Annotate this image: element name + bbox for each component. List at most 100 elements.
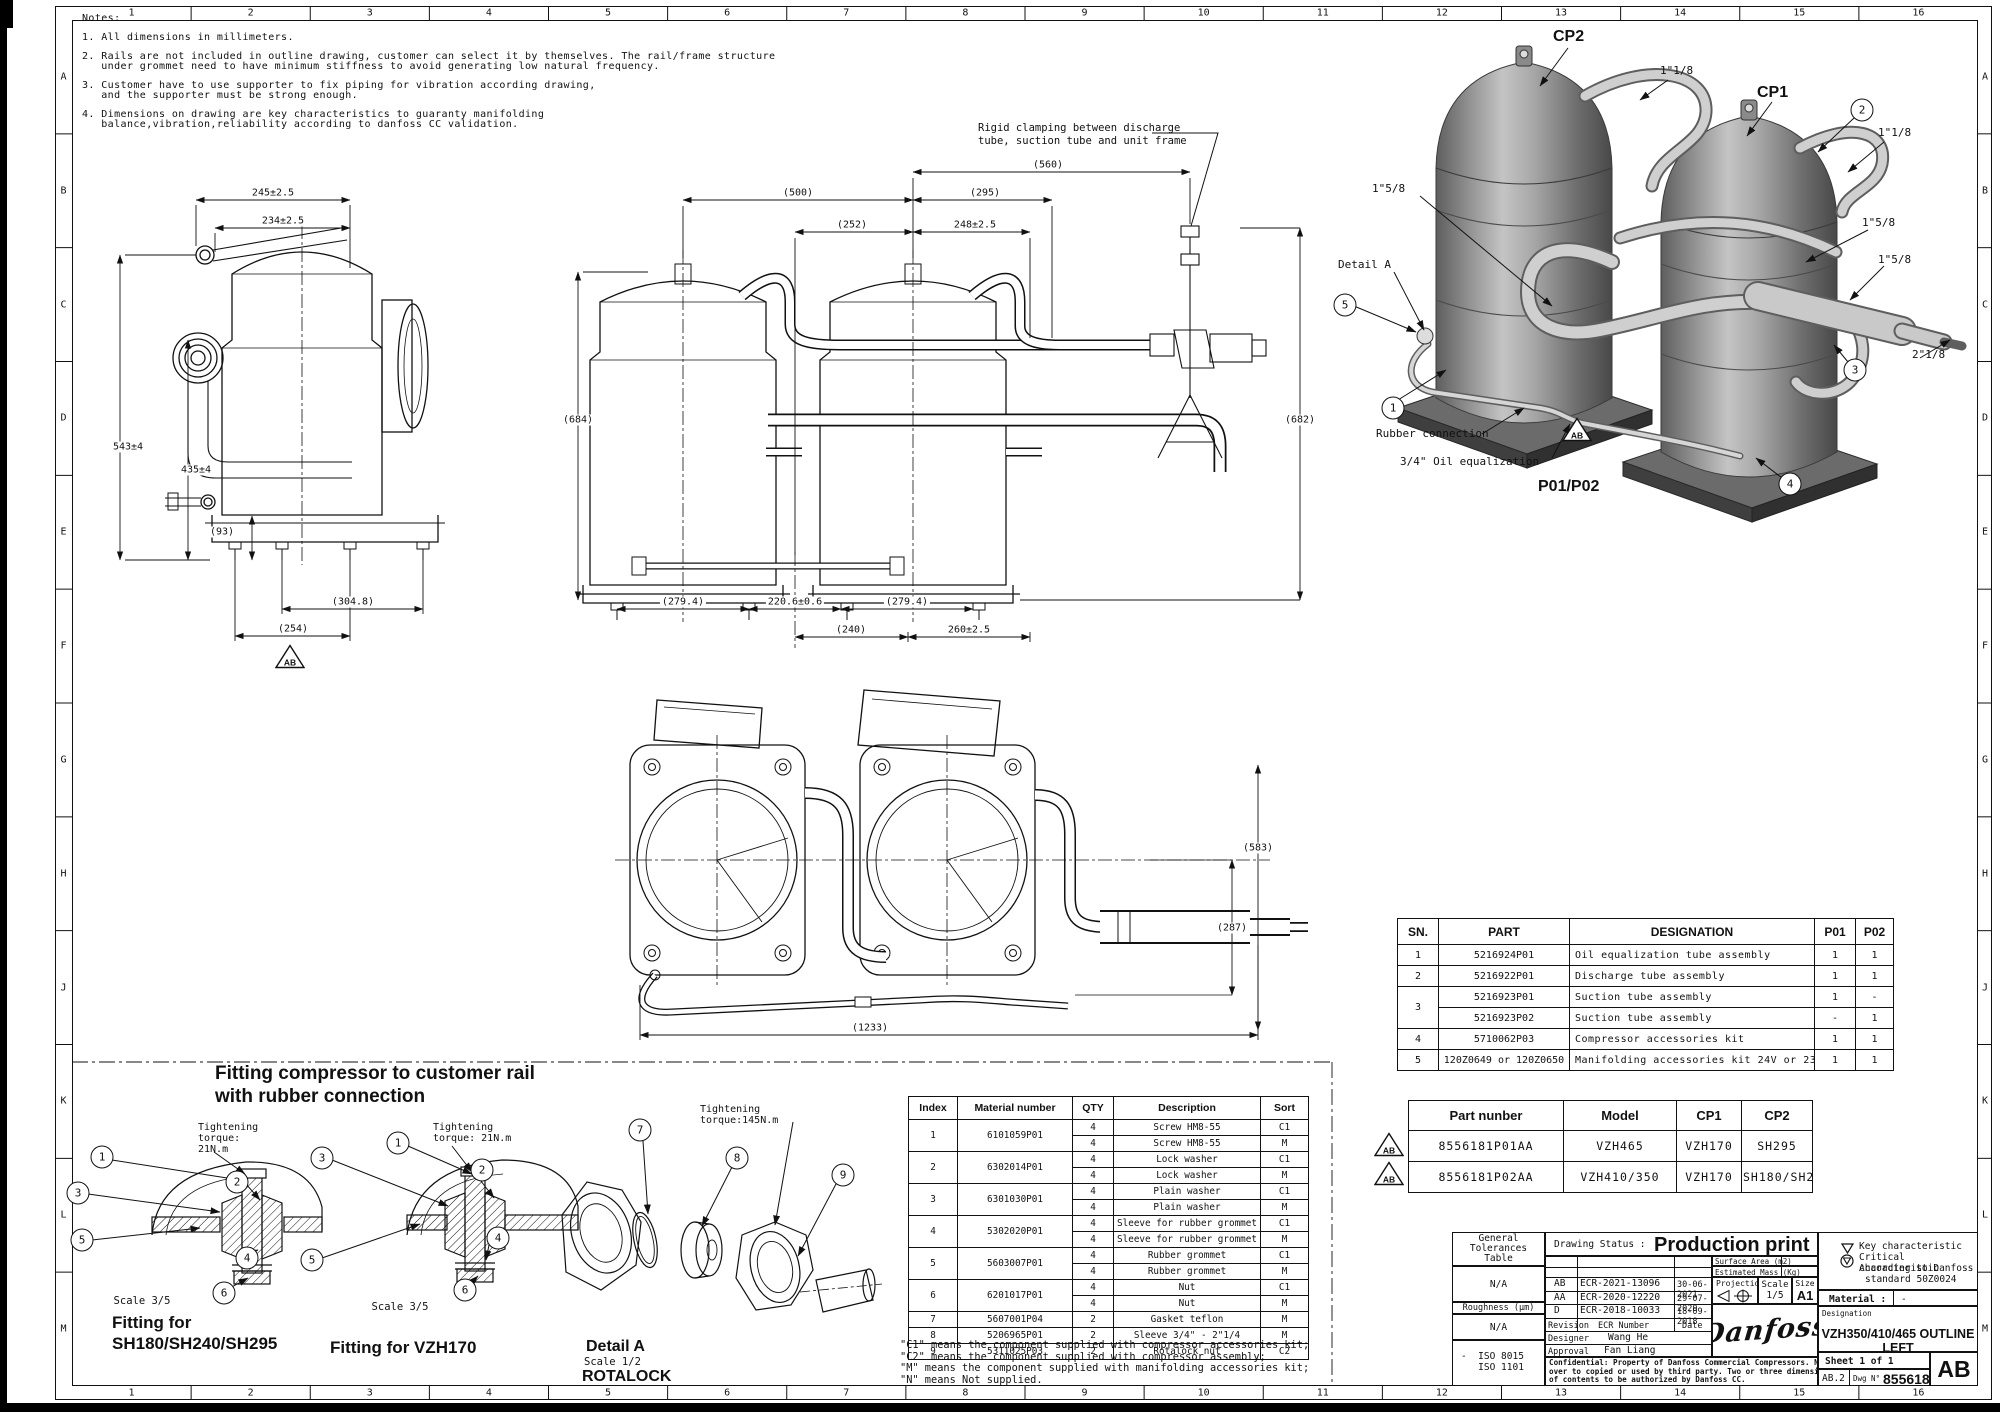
revision-big: AB <box>1930 1352 1978 1386</box>
zone-row-K: K <box>60 1095 67 1107</box>
revision-flag-text: AB <box>1382 1145 1396 1156</box>
pn-cell: 8556181P01AA <box>1408 1130 1564 1162</box>
top-view-dims <box>639 764 1262 1040</box>
drawing-status-label: Drawing Status : <box>1554 1239 1646 1250</box>
zone-row-E: E <box>60 526 67 538</box>
parts-cell-part: 5216923P02 <box>1438 1007 1570 1029</box>
zone-col-8: 8 <box>962 1387 969 1399</box>
zone-col-3: 3 <box>366 7 373 19</box>
dim-234: 234±2.5 <box>259 215 307 227</box>
label-cp2: CP2 <box>1553 28 1585 45</box>
parts-cell-p01: 1 <box>1814 1028 1856 1050</box>
pn-cell: SH295 <box>1741 1130 1813 1162</box>
zone-col-13: 13 <box>1555 1387 1568 1399</box>
rev-date: 18-09-2018 <box>1677 1307 1708 1327</box>
callout-7: 7 <box>628 1118 652 1142</box>
key-characteristic-box: Key characteristic Critical characterist… <box>1818 1232 1978 1290</box>
zone-row-G: G <box>60 754 67 766</box>
danfoss-logo: Danfoss <box>1712 1304 1818 1357</box>
size-value: A1 <box>1796 1287 1814 1303</box>
pn-header: Model <box>1563 1100 1677 1131</box>
callout-9: 9 <box>831 1163 855 1187</box>
zone-col-1: 1 <box>128 7 135 19</box>
scale-note-left: Scale 3/5 <box>113 1295 171 1307</box>
zone-row-F: F <box>60 640 67 652</box>
zone-col-14: 14 <box>1674 7 1687 19</box>
pipe-size-218: 2"1/8 <box>1912 348 1946 361</box>
parts-cell-p02: 1 <box>1855 1028 1894 1050</box>
zone-col-9: 9 <box>1081 1387 1088 1399</box>
callout-5: 5 <box>70 1228 94 1252</box>
mat-cell-description: Sleeve for rubber grommet <box>1113 1215 1261 1232</box>
dwg-number-value: 8556181 <box>1883 1371 1930 1386</box>
surface-area-row: Surface Area (m2) <box>1712 1256 1818 1266</box>
drawing-status-value: Production print <box>1654 1234 1810 1256</box>
parts-cell-sn: 3 <box>1397 986 1439 1029</box>
mat-cell-material: 6201017P01 <box>957 1279 1073 1312</box>
zone-row-C: C <box>1981 299 1989 311</box>
dim-1233: (1233) <box>849 1022 891 1034</box>
mat-cell-description: Sleeve for rubber grommet <box>1113 1231 1261 1248</box>
parts-cell-sn: 1 <box>1397 944 1439 966</box>
zone-col-4: 4 <box>485 1387 492 1399</box>
parts-cell-p01: 1 <box>1814 965 1856 987</box>
mat-cell-qty: 4 <box>1072 1135 1114 1152</box>
zone-row-D: D <box>60 412 67 424</box>
parts-cell-sn: 4 <box>1397 1028 1439 1050</box>
mat-cell-description: Nut <box>1113 1295 1261 1312</box>
tolerance-na: N/A <box>1452 1266 1545 1302</box>
detail-a-scale: Scale 1/2 <box>584 1356 641 1368</box>
mat-cell-qty: 4 <box>1072 1167 1114 1184</box>
zone-col-6: 6 <box>724 1387 731 1399</box>
parts-cell-designation: Suction tube assembly <box>1569 986 1815 1008</box>
pn-cell: VZH170 <box>1676 1161 1742 1193</box>
mat-cell-sort: C1 <box>1260 1247 1309 1264</box>
front-view <box>165 225 445 565</box>
designer-name: Wang He <box>1608 1332 1649 1343</box>
drawing-status-row: Drawing Status : Production print <box>1545 1232 1818 1256</box>
mat-cell-sort: C1 <box>1260 1151 1309 1168</box>
callout-2: 2 <box>225 1170 249 1194</box>
zone-row-J: J <box>1981 982 1989 994</box>
pipe-size-118-b: 1"1/8 <box>1878 126 1912 139</box>
label-cp1: CP1 <box>1757 84 1789 101</box>
dim-240: (240) <box>833 624 869 636</box>
mat-cell-description: Lock washer <box>1113 1167 1261 1184</box>
roughness-label: Roughness (µm) <box>1452 1302 1545 1314</box>
projection-symbol-icon <box>1716 1289 1752 1303</box>
pn-cell: SH180/SH240 <box>1741 1161 1813 1193</box>
pipe-size-158-b: 1"5/8 <box>1862 216 1896 229</box>
pipe-size-118-a: 1"1/8 <box>1660 64 1694 77</box>
zone-col-8: 8 <box>962 7 969 19</box>
projection-label: Projection <box>1716 1279 1757 1288</box>
mat-cell-index: 4 <box>908 1215 958 1248</box>
sheet-label: Sheet 1 of 1 <box>1825 1356 1894 1367</box>
torque-note-left: Tightening torque: 21N.m <box>198 1122 259 1155</box>
pipe-size-158-c: 1"5/8 <box>1878 253 1912 266</box>
danfoss-standard-line1: According to Danfoss <box>1859 1263 1974 1274</box>
dim-93: (93) <box>207 526 237 538</box>
key-characteristic-label: Key characteristic <box>1859 1241 1962 1252</box>
detail-a-rotalock: ROTALOCK <box>582 1368 672 1385</box>
revision-table: AB ECR-2021-13096 30-06-2021 AA ECR-2020… <box>1545 1256 1712 1357</box>
label-p01-p02: P01/P02 <box>1538 478 1600 495</box>
designation-value: VZH350/410/465 OUTLINE LEFT <box>1821 1327 1975 1352</box>
mat-cell-description: Gasket teflon <box>1113 1311 1261 1328</box>
callout-4: 4 <box>486 1226 510 1250</box>
revision-flag-ab: AB <box>1374 1132 1404 1158</box>
parts-cell-designation: Discharge tube assembly <box>1569 965 1815 987</box>
mat-cell-description: Plain washer <box>1113 1199 1261 1216</box>
mat-cell-description: Plain washer <box>1113 1183 1261 1200</box>
confidential-note: Confidential: Property of Danfoss Commer… <box>1545 1357 1818 1386</box>
parts-cell-p01: - <box>1814 1007 1856 1029</box>
mat-cell-description: Rubber grommet <box>1113 1247 1261 1264</box>
parts-cell-sn: 2 <box>1397 965 1439 987</box>
dim-560: (560) <box>1030 159 1066 171</box>
zone-col-7: 7 <box>843 1387 850 1399</box>
scale-note-right: Scale 3/5 <box>371 1301 429 1313</box>
roughness-na: N/A <box>1452 1314 1545 1340</box>
material-label: Material : <box>1829 1294 1887 1305</box>
zone-col-6: 6 <box>724 7 731 19</box>
